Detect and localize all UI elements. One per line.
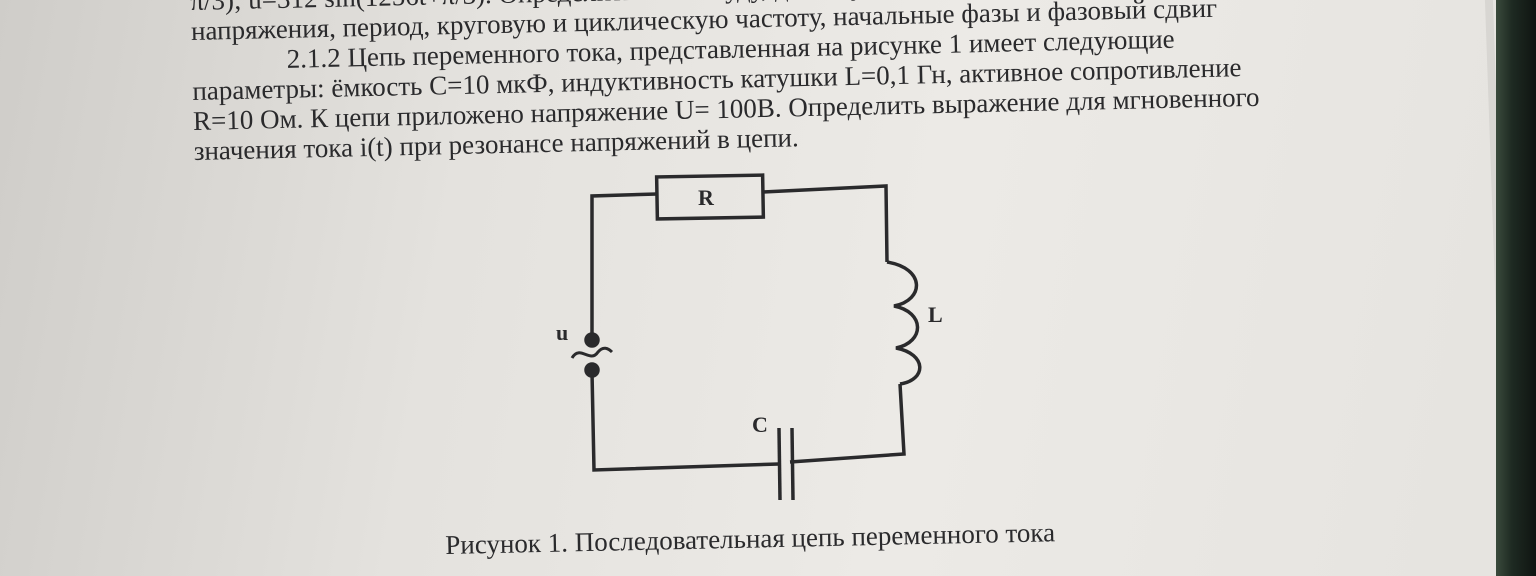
capacitor-plate: [777, 427, 782, 501]
background-edge: [1496, 0, 1536, 576]
inductor-label: L: [928, 302, 943, 327]
wire-bottom-left: [590, 371, 780, 472]
inductor: [886, 260, 922, 386]
wire-left-top: [590, 192, 658, 337]
source-label: u: [556, 320, 568, 345]
capacitor-label: C: [752, 412, 768, 437]
terminal: [584, 362, 600, 378]
resistor: [654, 173, 766, 221]
wire-top-right: [762, 184, 889, 263]
capacitor-plate: [790, 427, 795, 501]
ac-source-icon: [570, 346, 614, 359]
terminal: [584, 332, 600, 348]
wire-right-bottom: [789, 383, 906, 464]
resistor-label: R: [698, 185, 715, 210]
